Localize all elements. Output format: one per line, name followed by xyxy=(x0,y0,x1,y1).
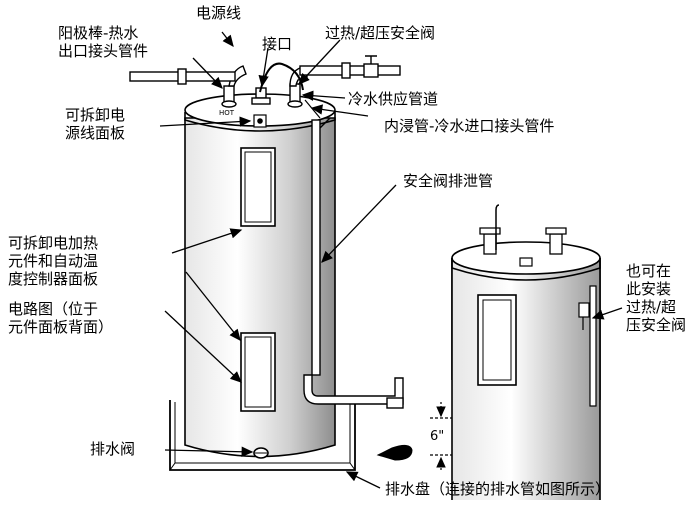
label-removable-cord-panel: 可拆卸电 源线面板 xyxy=(65,106,126,142)
relief-drain-pipe xyxy=(303,117,404,409)
upper-element-panel xyxy=(240,147,276,227)
leader-arrows xyxy=(159,31,623,489)
label-drain-valve: 排水阀 xyxy=(90,440,136,458)
alt-tank xyxy=(451,204,601,500)
label-tp-valve: 过热/超压安全阀 xyxy=(325,24,436,42)
label-relief-drain-pipe: 安全阀排泄管 xyxy=(403,172,494,190)
label-removable-element-panel: 可拆卸电加热 元件和自动温 度控制器面板 xyxy=(8,234,99,288)
drain-pan xyxy=(169,400,356,471)
clearance-dimension xyxy=(430,402,455,470)
label-junction: 接口 xyxy=(262,35,293,53)
main-tank xyxy=(169,93,356,471)
label-alt-tp-location: 也可在 此安装 过热/超 压安全阀 xyxy=(626,262,687,334)
label-clearance: 6" xyxy=(430,429,445,444)
label-drain-pan: 排水盘（连接的排水管如图所示） xyxy=(385,480,611,498)
lower-element-panel xyxy=(240,332,276,412)
label-wiring-diagram: 电路图（位于 元件面板背面） xyxy=(8,300,114,336)
hot-marking: HOT xyxy=(219,109,235,117)
label-dip-tube: 内浸管-冷水进口接头管件 xyxy=(384,117,555,135)
label-anode-hot-outlet: 阳极棒-热水 出口接头管件 xyxy=(58,24,149,60)
label-power-cord: 电源线 xyxy=(196,4,242,22)
label-cold-supply: 冷水供应管道 xyxy=(348,90,439,108)
